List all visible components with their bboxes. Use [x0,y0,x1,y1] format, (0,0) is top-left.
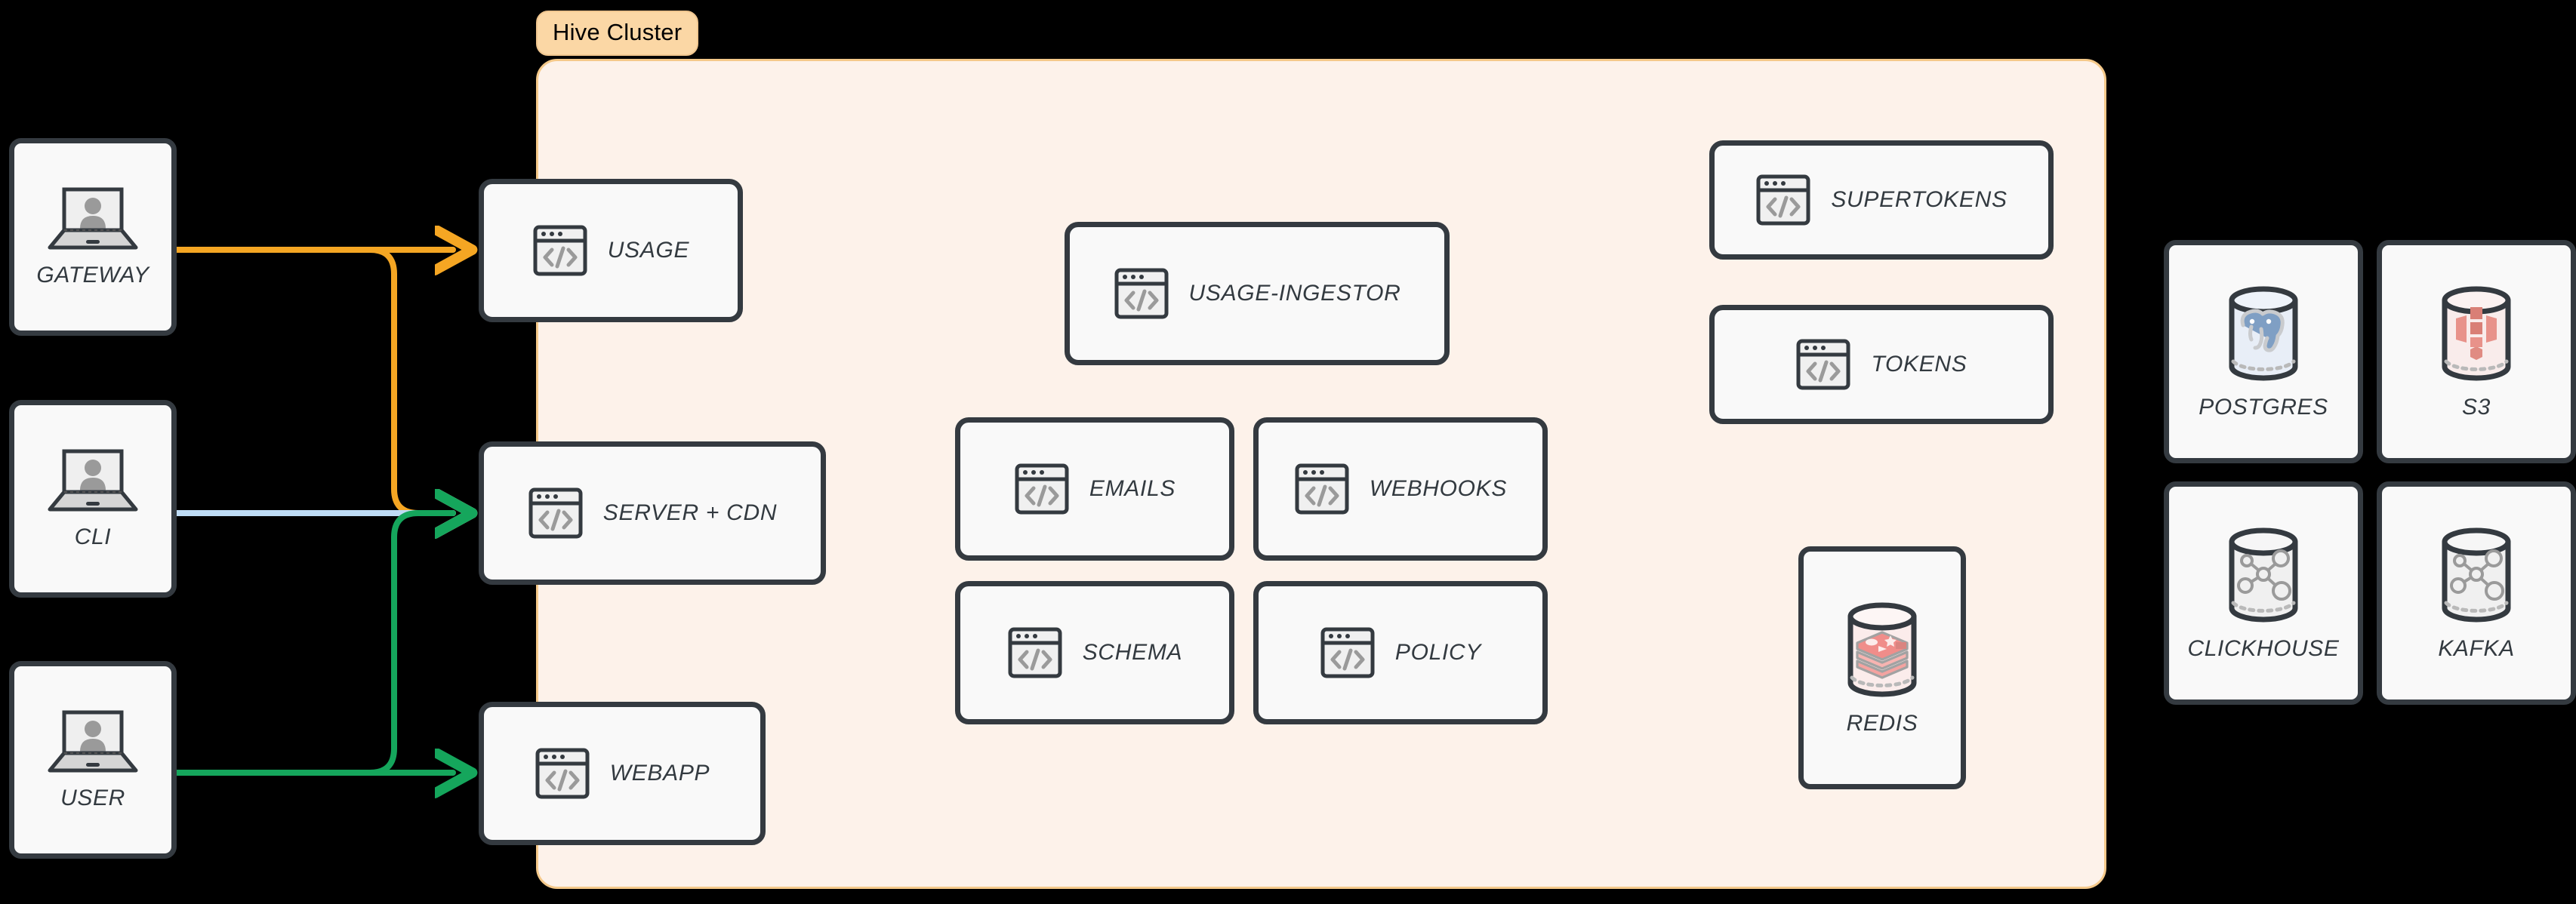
service-box-usage[interactable]: USAGE [479,179,743,322]
client-node-user[interactable]: USER [9,661,177,859]
service-box-emails[interactable]: EMAILS [955,417,1234,561]
service-box-webapp[interactable]: WEBAPP [479,702,766,845]
service-box-webhooks[interactable]: WEBHOOKS [1253,417,1548,561]
store-node-label: POSTGRES [2199,395,2328,420]
store-node-redis[interactable]: REDIS [1798,546,1966,789]
code-window-icon [1114,268,1169,319]
client-node-cli[interactable]: CLI [9,400,177,598]
service-box-label: SERVER + CDN [602,500,778,525]
service-box-schema[interactable]: SCHEMA [955,581,1234,724]
store-node-label: S3 [2462,395,2491,420]
code-window-icon [1008,627,1062,678]
service-box-tokens[interactable]: TOKENS [1709,305,2054,424]
service-box-label: TOKENS [1871,352,1967,377]
code-window-icon [535,748,590,799]
code-window-icon [528,487,583,539]
client-node-label: USER [60,786,125,810]
code-window-icon [1015,463,1069,515]
service-box-server-cdn[interactable]: SERVER + CDN [479,441,826,585]
code-window-icon [533,225,587,276]
service-box-label: WEBAPP [609,761,710,786]
store-node-label: KAFKA [2438,636,2515,661]
laptop-user-icon [48,187,138,250]
store-node-postgres[interactable]: POSTGRES [2164,240,2363,463]
store-node-label: REDIS [1846,711,1918,736]
service-box-label: SUPERTOKENS [1831,187,2007,212]
store-node-clickhouse[interactable]: CLICKHOUSE [2164,481,2363,705]
service-box-label: EMAILS [1089,476,1176,501]
code-window-icon [1295,463,1349,515]
store-node-label: CLICKHOUSE [2187,636,2340,661]
laptop-user-icon [48,710,138,773]
service-box-label: WEBHOOKS [1369,476,1508,501]
hive-cluster-badge: Hive Cluster [536,11,699,56]
redis-database-icon [1847,602,1917,697]
network-database-icon [2229,527,2298,623]
client-node-label: GATEWAY [36,263,149,287]
service-box-label: USAGE [607,238,690,263]
laptop-user-icon [48,449,138,512]
service-box-label: SCHEMA [1082,640,1183,665]
store-node-s3[interactable]: S3 [2377,240,2576,463]
service-box-label: POLICY [1394,640,1482,665]
code-window-icon [1756,174,1810,226]
service-box-label: USAGE-INGESTOR [1188,281,1401,306]
service-box-supertokens[interactable]: SUPERTOKENS [1709,140,2054,260]
postgres-database-icon [2229,286,2298,381]
client-node-gateway[interactable]: GATEWAY [9,138,177,336]
network-database-icon [2442,527,2511,623]
service-box-usage-ingestor[interactable]: USAGE-INGESTOR [1065,222,1450,365]
service-box-policy[interactable]: POLICY [1253,581,1548,724]
client-node-label: CLI [74,524,112,549]
s3-database-icon [2442,286,2511,381]
store-node-kafka[interactable]: KAFKA [2377,481,2576,705]
code-window-icon [1796,339,1850,390]
code-window-icon [1320,627,1375,678]
